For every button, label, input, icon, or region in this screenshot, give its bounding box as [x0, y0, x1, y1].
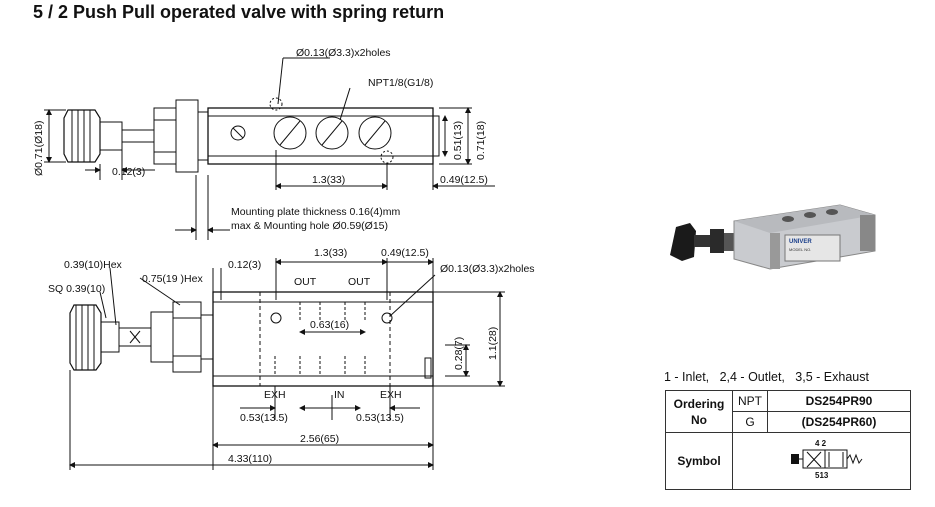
- symbol-ports-bottom: 513: [815, 471, 829, 480]
- dim-out-spacing: 0.63(16): [310, 319, 349, 331]
- front-view: [69, 258, 505, 470]
- dim-holes-front: Ø0.13(Ø3.3)x2holes: [440, 263, 535, 275]
- dim-total-length: 4.33(110): [228, 453, 272, 465]
- mount-note-1: Mounting plate thickness 0.16(4)mm: [231, 206, 400, 218]
- top-view: [44, 57, 495, 240]
- ordering-label-line-1: Ordering: [673, 396, 725, 411]
- dim-port-spacing: 1.3(33): [312, 174, 345, 186]
- product-photo: UNIVER MODEL NO.: [670, 204, 876, 270]
- dim-sq: SQ 0.39(10): [48, 283, 105, 295]
- dim-top-spacing: 1.3(33): [314, 247, 347, 259]
- page-title: 5 / 2 Push Pull operated valve with spri…: [33, 2, 445, 22]
- mount-note-2: max & Mounting hole Ø0.59(Ø15): [231, 220, 388, 232]
- dim-height-outer: 1.1(28): [487, 327, 499, 360]
- ordering-label-line-2: No: [691, 412, 707, 427]
- label-exh-1: EXH: [264, 389, 286, 401]
- dim-side-inner: 0.51(13): [452, 121, 464, 160]
- symbol-label: Symbol: [665, 432, 733, 490]
- dim-top-end: 0.49(12.5): [381, 247, 429, 259]
- dim-hex-body: 0.75(19 )Hex: [142, 273, 203, 285]
- thread-npt: NPT: [732, 390, 768, 412]
- dim-bottom-left: 0.53(13.5): [240, 412, 288, 424]
- dim-port-thread: NPT1/8(G1/8): [368, 77, 433, 89]
- label-in: IN: [334, 389, 345, 401]
- symbol-cell: 4 2 513: [732, 432, 911, 490]
- dim-height-inner: 0.28(7): [453, 337, 465, 370]
- dim-bottom-right: 0.53(13.5): [356, 412, 404, 424]
- dim-body-length: 2.56(65): [300, 433, 339, 445]
- dim-side-outer: 0.71(18): [475, 121, 487, 160]
- valve-symbol-icon: 4 2 513: [790, 439, 862, 480]
- ordering-label: Ordering No: [665, 390, 733, 433]
- dim-end-offset: 0.49(12.5): [440, 174, 488, 186]
- thread-g: G: [732, 411, 768, 433]
- dim-left-offset: 0.12(3): [228, 259, 261, 271]
- photo-brand: UNIVER: [789, 239, 812, 245]
- front-view-labels: 0.39(10)Hex SQ 0.39(10) 0.75(19 )Hex 0.1…: [48, 247, 535, 465]
- dim-holes-top: Ø0.13(Ø3.3)x2holes: [296, 47, 391, 59]
- top-view-labels: Ø0.13(Ø3.3)x2holes NPT1/8(G1/8) Ø0.71(Ø1…: [33, 47, 488, 232]
- code-g: (DS254PR60): [767, 411, 911, 433]
- spec-table: Ordering No NPT DS254PR90 G (DS254PR60) …: [665, 390, 911, 490]
- label-exh-2: EXH: [380, 389, 402, 401]
- dim-height-knob: Ø0.71(Ø18): [33, 121, 45, 176]
- label-out-2: OUT: [348, 276, 371, 288]
- code-npt: DS254PR90: [767, 390, 911, 412]
- dim-hex-knob: 0.39(10)Hex: [64, 259, 123, 271]
- dim-knob-offset: 0.12(3): [112, 166, 145, 178]
- ports-legend: 1 - Inlet, 2,4 - Outlet, 3,5 - Exhaust: [664, 370, 869, 384]
- photo-model-text: MODEL NO.: [789, 247, 811, 252]
- symbol-ports-top: 4 2: [815, 439, 827, 448]
- label-out-1: OUT: [294, 276, 317, 288]
